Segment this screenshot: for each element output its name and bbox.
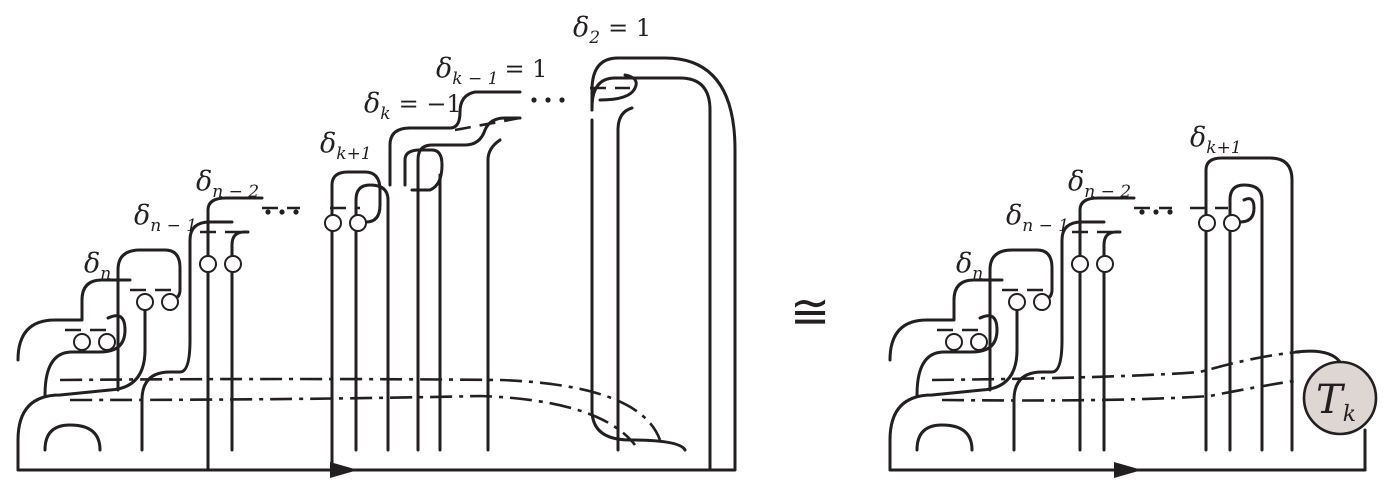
right-knot-diagram: Tk δn δn − 1 δn − 2 δk+1 (888, 122, 1378, 478)
right-clasp-n1-a (1008, 293, 1026, 311)
equivalence-symbol: ≅ (790, 284, 830, 340)
left-column-2-inner (616, 106, 634, 452)
right-label-delta-n-2: δn − 2 (1068, 166, 1131, 202)
left-label-delta-k: δk= −1 (364, 88, 462, 124)
left-long-strand-top (59, 377, 662, 441)
right-strand-n2 (1012, 220, 1106, 452)
right-clasp-n2-a (1071, 255, 1089, 273)
right-label-delta-n-1: δn − 1 (1006, 200, 1069, 236)
left-column-2-hook (598, 73, 638, 102)
left-loop-b (43, 314, 127, 397)
left-long-strand-bottom (69, 394, 637, 446)
right-strand-n3 (1078, 196, 1136, 452)
right-ellipsis (1139, 209, 1173, 215)
left-dash-6 (454, 116, 521, 132)
right-loop-b (915, 314, 999, 397)
left-clasp-k1-a (324, 214, 342, 232)
right-long-strand-bottom (941, 378, 1301, 402)
left-column-k1m (486, 138, 502, 452)
right-label-delta-n: δn (956, 248, 983, 284)
left-label-delta-n-1: δn − 1 (134, 200, 197, 236)
left-clasp-n2-b (224, 255, 242, 273)
left-strand-n3 (206, 196, 264, 452)
left-outer-frame (16, 56, 737, 472)
left-strand-n2 (140, 220, 234, 452)
left-column-k-inner (416, 116, 522, 452)
left-direction-arrow-icon (330, 462, 358, 478)
right-label-delta-k1: δk+1 (1190, 122, 1242, 158)
left-clasp-n1-b (161, 293, 179, 311)
left-clasp-n-b (98, 333, 116, 351)
right-loop-a (888, 278, 1004, 362)
right-column-k1-hook (1238, 197, 1256, 224)
right-hook-strand-inner (915, 423, 974, 452)
left-label-delta-k-1: δk − 1= 1 (436, 53, 547, 89)
left-column-k1-inner (354, 183, 390, 452)
left-column-2-outer (590, 76, 712, 472)
left-column-k1-outer (330, 170, 382, 452)
right-clasp-n2-b (1096, 255, 1114, 273)
right-clasp-k1-b (1223, 214, 1241, 232)
right-clasp-k1-a (1198, 214, 1216, 232)
left-label-delta-n: δn (84, 248, 111, 284)
left-ellipsis-1 (265, 209, 299, 215)
right-strand-n1 (988, 248, 1054, 392)
left-strand-n4 (230, 230, 250, 452)
right-clasp-n-a (945, 333, 963, 351)
right-long-strand-top (931, 350, 1301, 382)
left-knot-diagram: δn δn − 1 δn − 2 δk+1 δk= −1 δk − 1= 1 δ… (16, 12, 737, 478)
left-label-delta-k1: δk+1 (320, 128, 372, 164)
right-strand-n4 (1102, 230, 1122, 452)
right-direction-arrow-icon (1114, 462, 1142, 478)
left-label-delta-n-2: δn − 2 (196, 166, 259, 202)
tangle-tk-box (1302, 360, 1378, 436)
left-label-delta-2: δ2= 1 (573, 12, 651, 48)
left-clasp-k1-b (349, 214, 367, 232)
right-hook-strand-outer (888, 293, 1019, 472)
right-clasp-n1-b (1033, 293, 1051, 311)
left-clasp-n2-a (199, 255, 217, 273)
left-loop-a (16, 278, 132, 362)
left-column-k-loop (403, 148, 444, 192)
right-column-k1-outer (1204, 156, 1294, 452)
tangle-tk-label: Tk (1316, 377, 1356, 427)
left-strand-n1 (116, 248, 182, 392)
left-ellipsis-2 (531, 97, 565, 103)
left-hook-strand-outer (16, 293, 147, 472)
left-clasp-n-a (73, 333, 91, 351)
left-clasp-n1-a (136, 293, 154, 311)
left-hook-strand-inner (43, 423, 102, 452)
right-clasp-n-b (970, 333, 988, 351)
right-frame-right-top (1294, 349, 1342, 364)
left-column-2-bottom (590, 118, 687, 452)
left-column-k-outer (388, 90, 522, 187)
right-column-k1-inner (1228, 183, 1264, 452)
